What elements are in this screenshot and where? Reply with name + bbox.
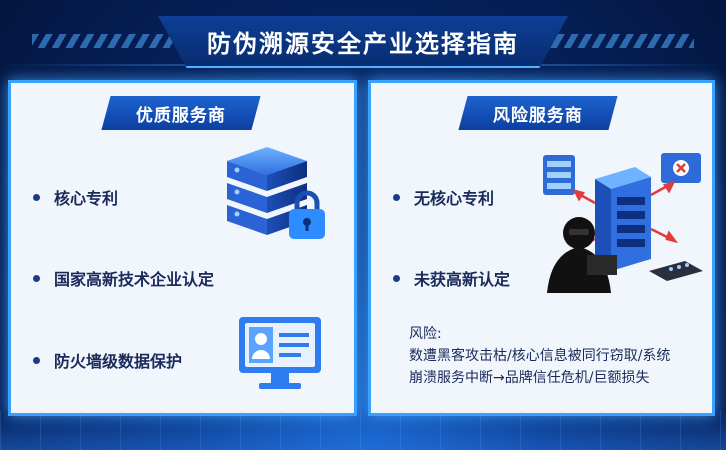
bullet-icon (33, 356, 40, 364)
bullet-icon (393, 274, 400, 282)
list-item: 国家高新技术企业认定 (33, 266, 214, 290)
bullet-icon (33, 193, 40, 201)
panel-heading-banner: 风险服务商 (458, 96, 618, 130)
risk-line: 崩溃服务中断→品牌信任危机/巨额损失 (409, 370, 650, 386)
list-item-label: 核心专利 (54, 189, 119, 208)
list-item-label: 未获高新认定 (414, 270, 511, 289)
panel-heading: 优质服务商 (136, 105, 226, 126)
list-item-label: 防火墙级数据保护 (54, 352, 183, 371)
panel-heading: 风险服务商 (493, 105, 583, 126)
hacker-server-attack-icon (543, 153, 703, 293)
quality-provider-panel: 优质服务商 核心专利 国家高新技术企业认定 防火墙级数据保护 (8, 80, 357, 416)
floor-grid-lines (0, 410, 726, 450)
list-item-label: 国家高新技术企业认定 (54, 270, 215, 289)
list-item: 防火墙级数据保护 (33, 348, 182, 372)
risk-label: 风险: (409, 326, 442, 342)
server-lock-icon (227, 147, 325, 239)
risk-line: 数遭黑客攻击枯/核心信息被同行窃取/系统 (409, 348, 671, 364)
list-item: 核心专利 (33, 185, 118, 209)
title-banner: 防伪溯源安全产业选择指南 (158, 16, 568, 68)
floor-glow (0, 410, 726, 450)
bullet-icon (393, 193, 400, 201)
id-card-monitor-icon (239, 317, 321, 389)
risk-provider-panel: 风险服务商 无核心专利 未获高新认定 风险: 数遭黑客攻击枯/核心信息被同行窃取… (368, 80, 715, 416)
list-item: 未获高新认定 (393, 266, 510, 290)
page-title: 防伪溯源安全产业选择指南 (207, 29, 519, 58)
list-item: 无核心专利 (393, 185, 494, 209)
risk-description: 风险: 数遭黑客攻击枯/核心信息被同行窃取/系统 崩溃服务中断→品牌信任危机/巨… (409, 323, 670, 389)
header-stripe-decoration (32, 34, 182, 48)
bullet-icon (33, 274, 40, 282)
header-stripe-decoration (544, 34, 694, 48)
list-item-label: 无核心专利 (414, 189, 495, 208)
panel-heading-banner: 优质服务商 (101, 96, 261, 130)
